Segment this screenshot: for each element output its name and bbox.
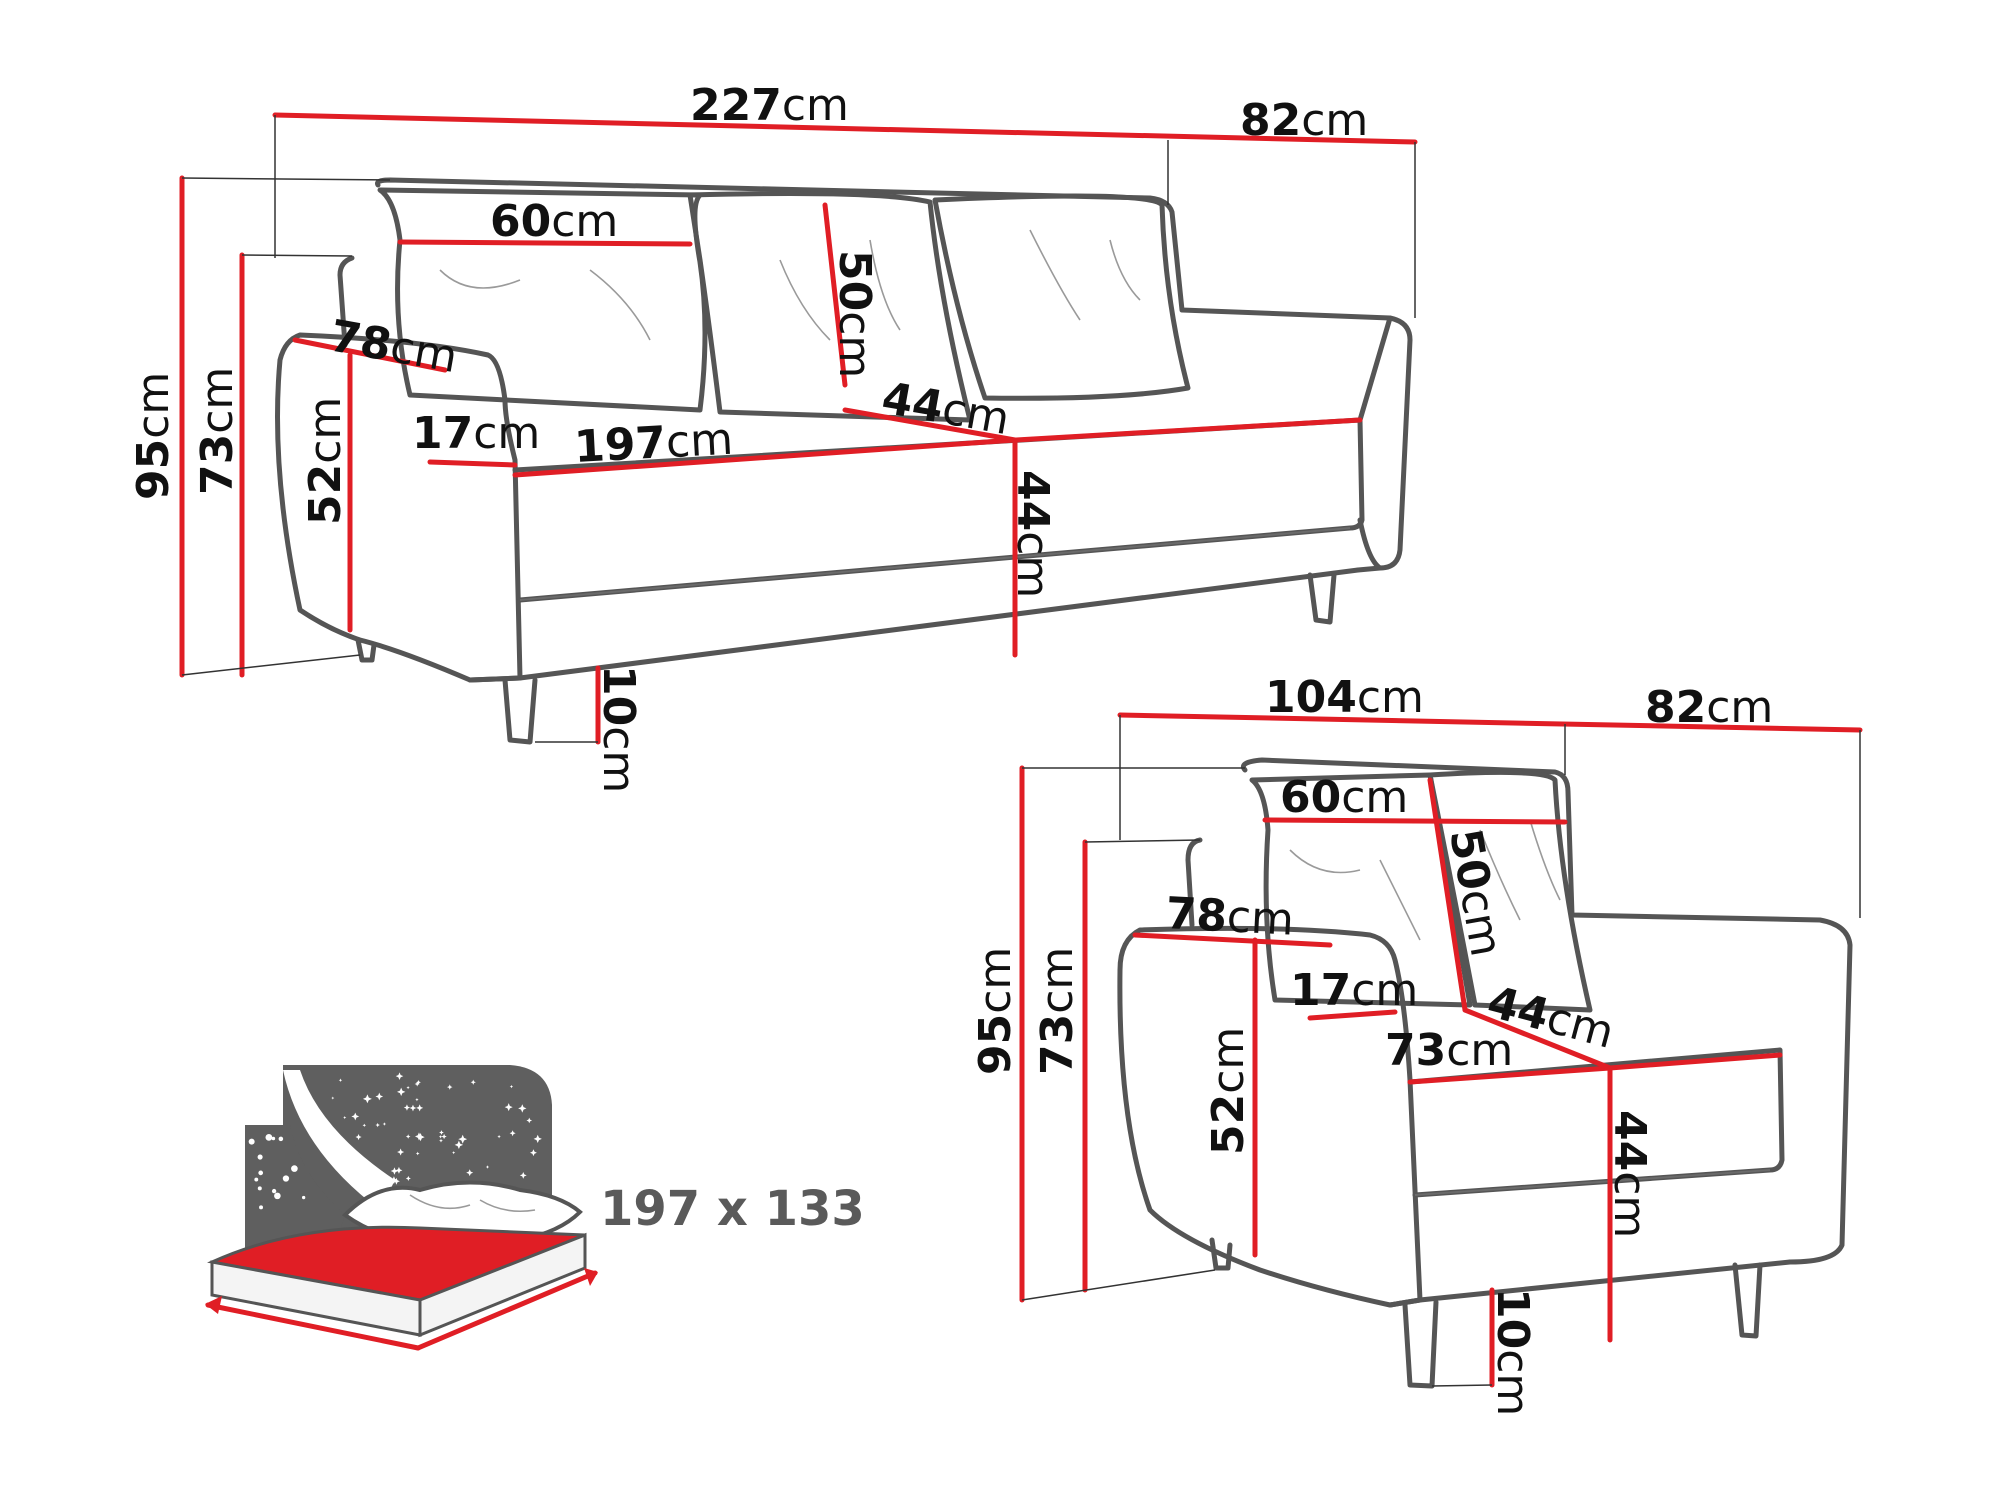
sofa-seat-height-label: 44cm: [1007, 470, 1058, 598]
sofa-armrest-height-label: 52cm: [300, 397, 351, 525]
armchair-seat-height-label: 44cm: [1604, 1110, 1655, 1238]
armchair-cushion-height-label: 50cm: [1439, 825, 1512, 960]
armchair-dimension-lines: [1019, 712, 1863, 1388]
armchair-depth-label: 82cm: [1645, 682, 1773, 733]
armchair-labels: 104cm 82cm 60cm 50cm 78cm 17cm 73cm 44cm…: [970, 672, 1773, 1416]
armchair-cushion-width-label: 60cm: [1280, 772, 1408, 823]
armchair-width-label: 104cm: [1265, 672, 1424, 723]
armchair-armrest-depth-label: 78cm: [1164, 888, 1295, 946]
armchair-armrest-width-label: 17cm: [1290, 965, 1418, 1016]
sofa-leg-height-label: 10cm: [593, 665, 644, 793]
armchair-backrest-height-label: 73cm: [1032, 947, 1083, 1075]
armchair-leg-height-label: 10cm: [1487, 1288, 1538, 1416]
sofa-height-label: 95cm: [128, 372, 179, 500]
sofa-drawing: [275, 177, 1413, 745]
sofa-depth-label: 82cm: [1240, 95, 1368, 146]
armchair-seat-width-label: 73cm: [1385, 1025, 1513, 1076]
armchair-armrest-height-label: 52cm: [1203, 1027, 1254, 1155]
sofa-backrest-height-label: 73cm: [192, 367, 243, 495]
sofa-labels: 227cm 82cm 60cm 50cm 78cm 17cm 197cm 44c…: [128, 80, 1368, 793]
armchair-height-label: 95cm: [970, 947, 1021, 1075]
sofa-dimension-lines: [179, 112, 1418, 745]
bed-size-label: 197 x 133: [600, 1181, 865, 1237]
armchair-drawing: [1117, 757, 1853, 1389]
sofa-cushion-height-label: 50cm: [829, 250, 880, 378]
sofa-seat-depth-label: 44cm: [878, 373, 1013, 446]
sofa-seat-width-label: 197cm: [573, 414, 734, 473]
sofa-armrest-width-label: 17cm: [412, 408, 540, 459]
sofa-armrest-depth-label: 78cm: [326, 311, 461, 384]
sofa-width-label: 227cm: [690, 80, 849, 131]
sleeping-function-icon: 197 x 133: [205, 1065, 865, 1351]
sofa-cushion-width-label: 60cm: [490, 196, 618, 247]
